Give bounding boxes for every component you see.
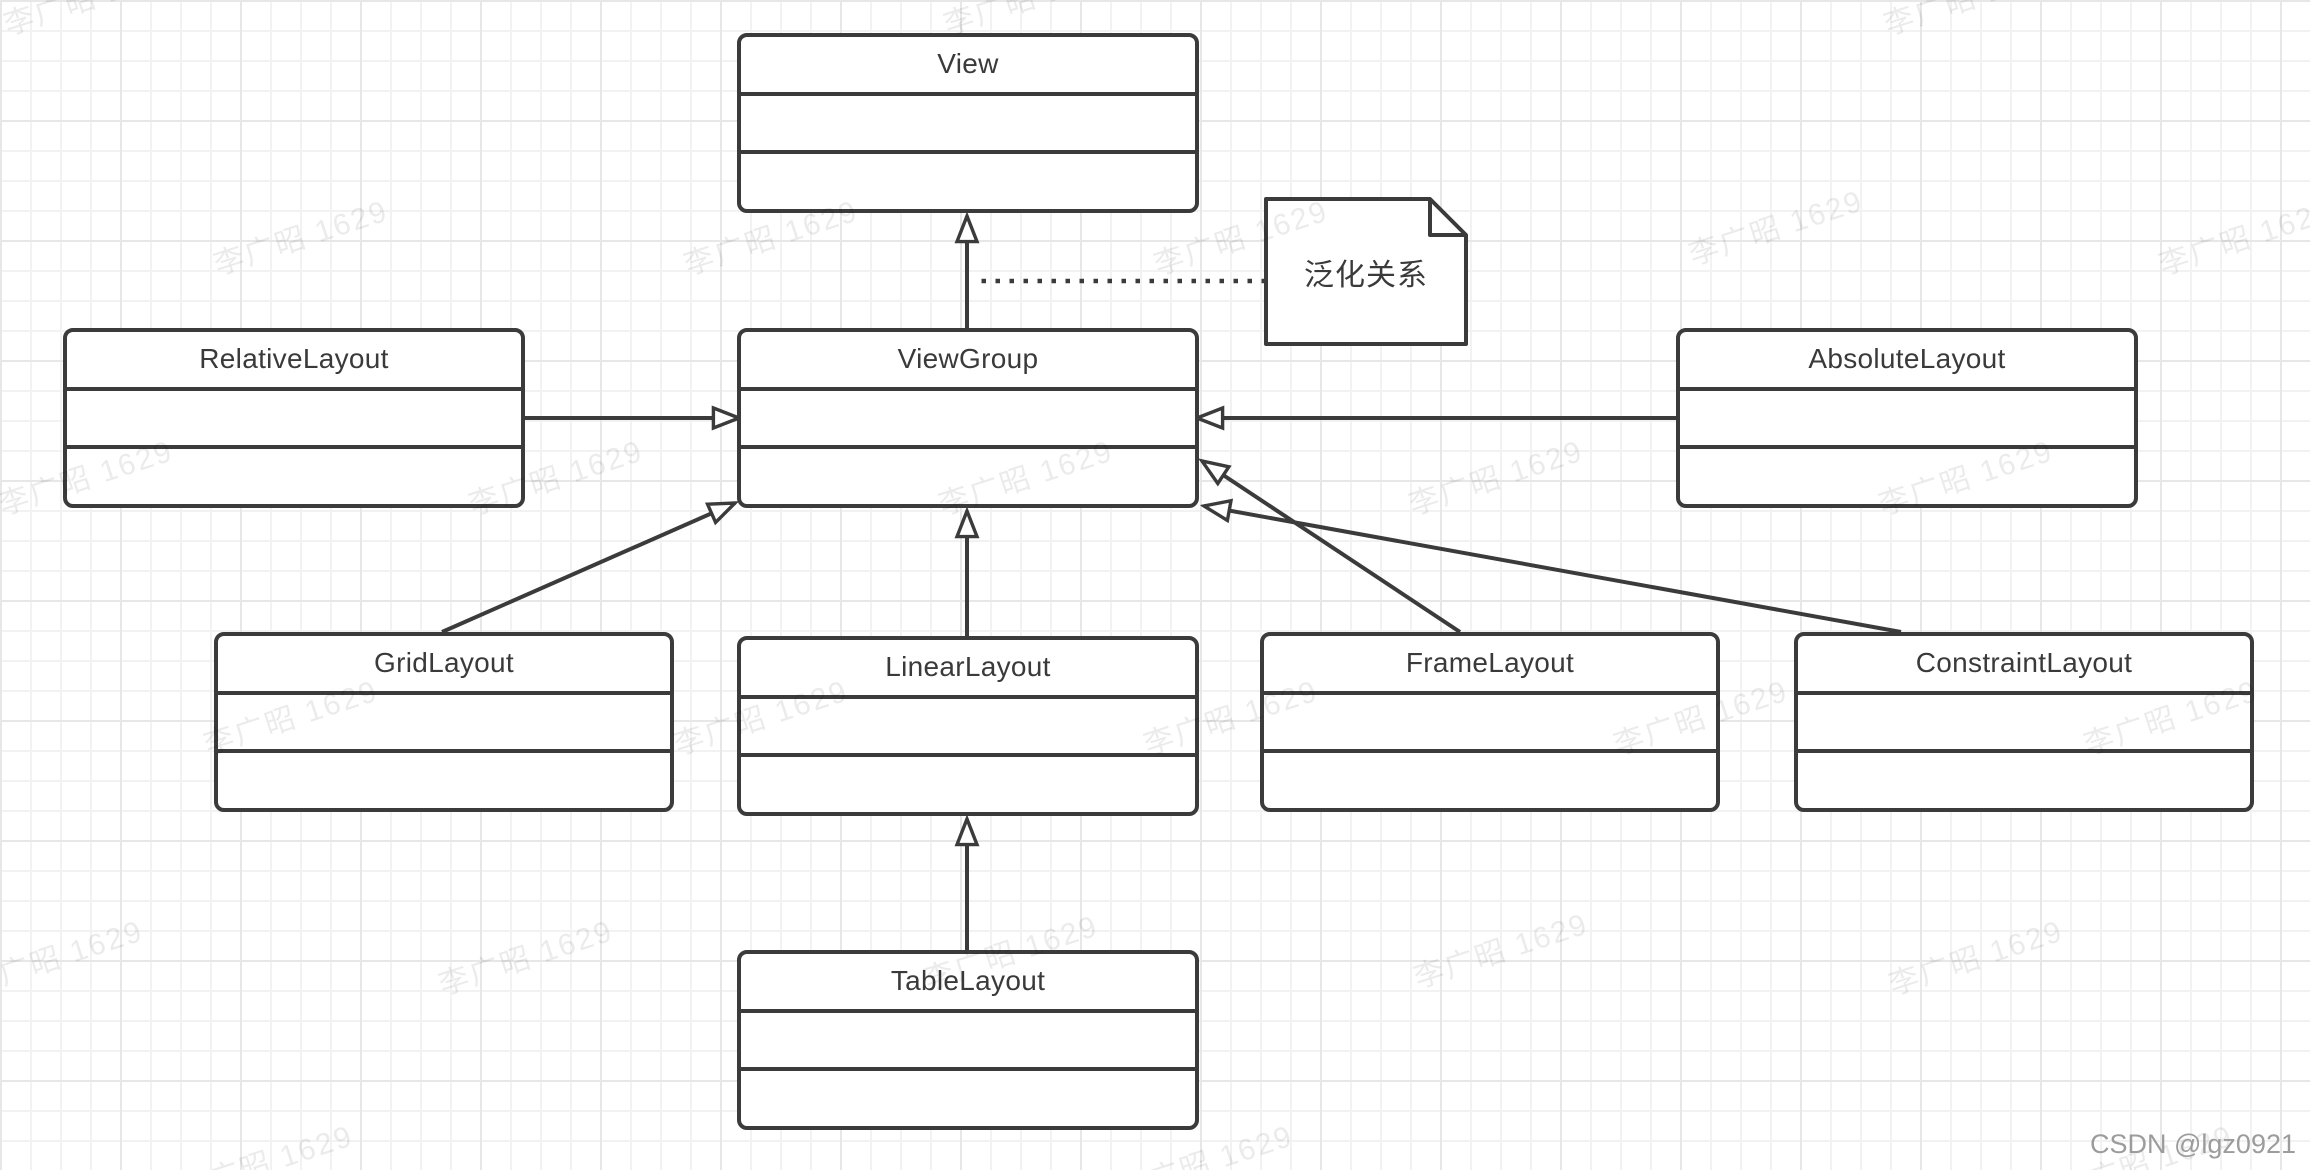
csdn-watermark: CSDN @lgz0921 [2090,1129,2296,1159]
edge-gridlayout-to-viewgroup [441,503,735,634]
edge-constraintlayout-to-viewgroup [1204,506,1902,634]
edge-framelayout-to-viewgroup [1202,461,1462,634]
note-fold-corner-icon [1428,199,1466,237]
edge-group [441,216,1902,950]
note-group [1264,197,1468,346]
note-shape [1264,197,1468,346]
